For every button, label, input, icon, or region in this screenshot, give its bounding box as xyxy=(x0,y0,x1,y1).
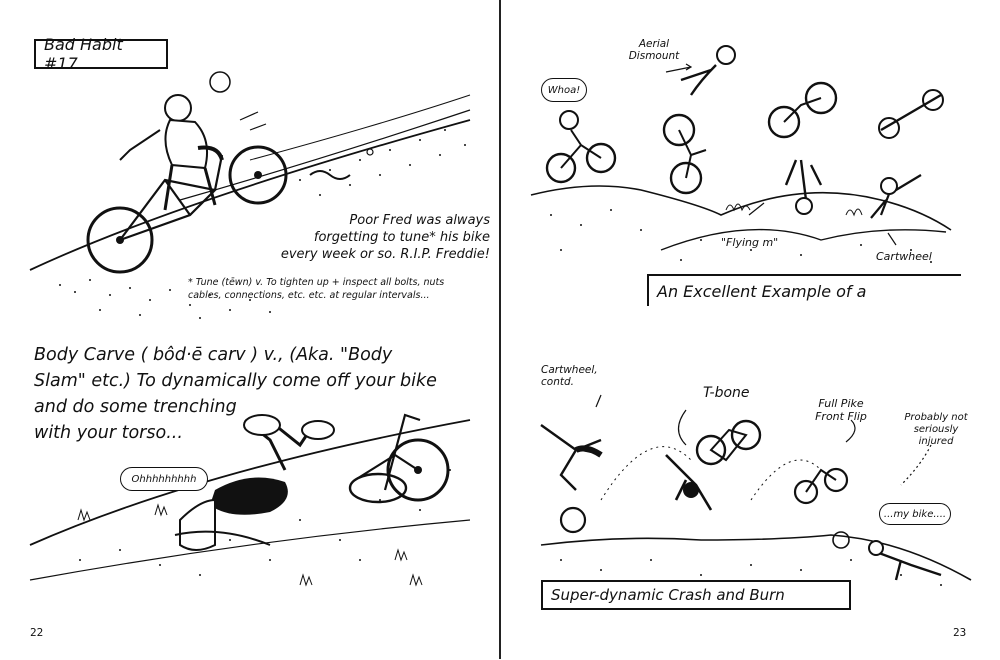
flying-m-text: "Flying m" xyxy=(721,236,779,249)
right-page-number: 23 xyxy=(953,626,967,639)
tune-footnote-line: cables, connections, etc. etc. at regula… xyxy=(188,290,430,301)
ohh-speech-text: Ohhhhhhhhh xyxy=(131,473,197,485)
tbone-text: T-bone xyxy=(703,385,750,401)
probably-text: Probably not seriously injured xyxy=(904,412,968,447)
whoa-speech-text: Whoa! xyxy=(547,84,581,96)
definition-line: and do some trenching xyxy=(34,397,237,417)
right-page: Whoa! Aerial Dismount "Flying m" Cartwhe… xyxy=(501,0,1000,659)
definition-line: Body Carve ( bôd·ē carv ) v., (Aka. "Bod… xyxy=(34,345,393,365)
crash-and-burn-caption-box: Super-dynamic Crash and Burn xyxy=(541,580,851,610)
bad-habit-title: Bad Habit #17 xyxy=(44,35,123,73)
fred-caption-line: forgetting to tune* his bike xyxy=(313,230,490,245)
fred-crash-illustration xyxy=(29,71,471,319)
flying-m-label: "Flying m" xyxy=(721,236,778,249)
crash-and-burn-illustration xyxy=(540,394,972,586)
my-bike-speech-bubble: ...my bike.... xyxy=(879,503,951,525)
whoa-speech-bubble: Whoa! xyxy=(541,78,587,102)
fred-caption-line: Poor Fred was always xyxy=(349,213,490,228)
aerial-dismount-illustration xyxy=(530,45,952,263)
tune-footnote: * Tune (tēwn) v. To tighten up + inspect… xyxy=(188,276,488,302)
left-page-number: 22 xyxy=(30,626,44,639)
fred-caption: Poor Fred was always forgetting to tune*… xyxy=(240,212,490,263)
bad-habit-title-box: Bad Habit #17 xyxy=(34,35,168,73)
ohh-speech-bubble: Ohhhhhhhhh xyxy=(120,467,208,491)
fullpike-text: Full Pike Front Flip xyxy=(815,397,867,423)
tbone-label: T-bone xyxy=(703,385,750,401)
aerial-dismount-label: Aerial Dismount xyxy=(619,38,689,62)
body-carve-definition: Body Carve ( bôd·ē carv ) v., (Aka. "Bod… xyxy=(34,342,494,446)
body-carve-illustration xyxy=(29,413,471,587)
crash-and-burn-caption: Super-dynamic Crash and Burn xyxy=(551,586,785,604)
tune-footnote-line: * Tune (tēwn) v. To tighten up + inspect… xyxy=(188,277,445,288)
definition-line: Slam" etc.) To dynamically come off your… xyxy=(34,371,437,391)
cartwheel-contd-text: Cartwheel, contd. xyxy=(541,364,598,388)
aerial-dismount-text: Aerial Dismount xyxy=(628,38,680,62)
excellent-example-caption-box: An Excellent Example of a xyxy=(647,274,961,306)
probably-label: Probably not seriously injured xyxy=(901,412,971,448)
excellent-example-caption: An Excellent Example of a xyxy=(657,281,867,301)
cartwheel-label: Cartwheel xyxy=(876,250,932,263)
book-gutter xyxy=(499,0,501,659)
cartwheel-text: Cartwheel xyxy=(876,250,932,263)
definition-line: with your torso... xyxy=(34,423,183,443)
fullpike-label: Full Pike Front Flip xyxy=(813,397,869,423)
my-bike-speech-text: ...my bike.... xyxy=(883,508,947,520)
fred-caption-line: every week or so. R.I.P. Freddie! xyxy=(280,247,490,262)
left-page: Bad Habit #17 xyxy=(0,0,499,659)
cartwheel-contd-label: Cartwheel, contd. xyxy=(541,364,611,388)
